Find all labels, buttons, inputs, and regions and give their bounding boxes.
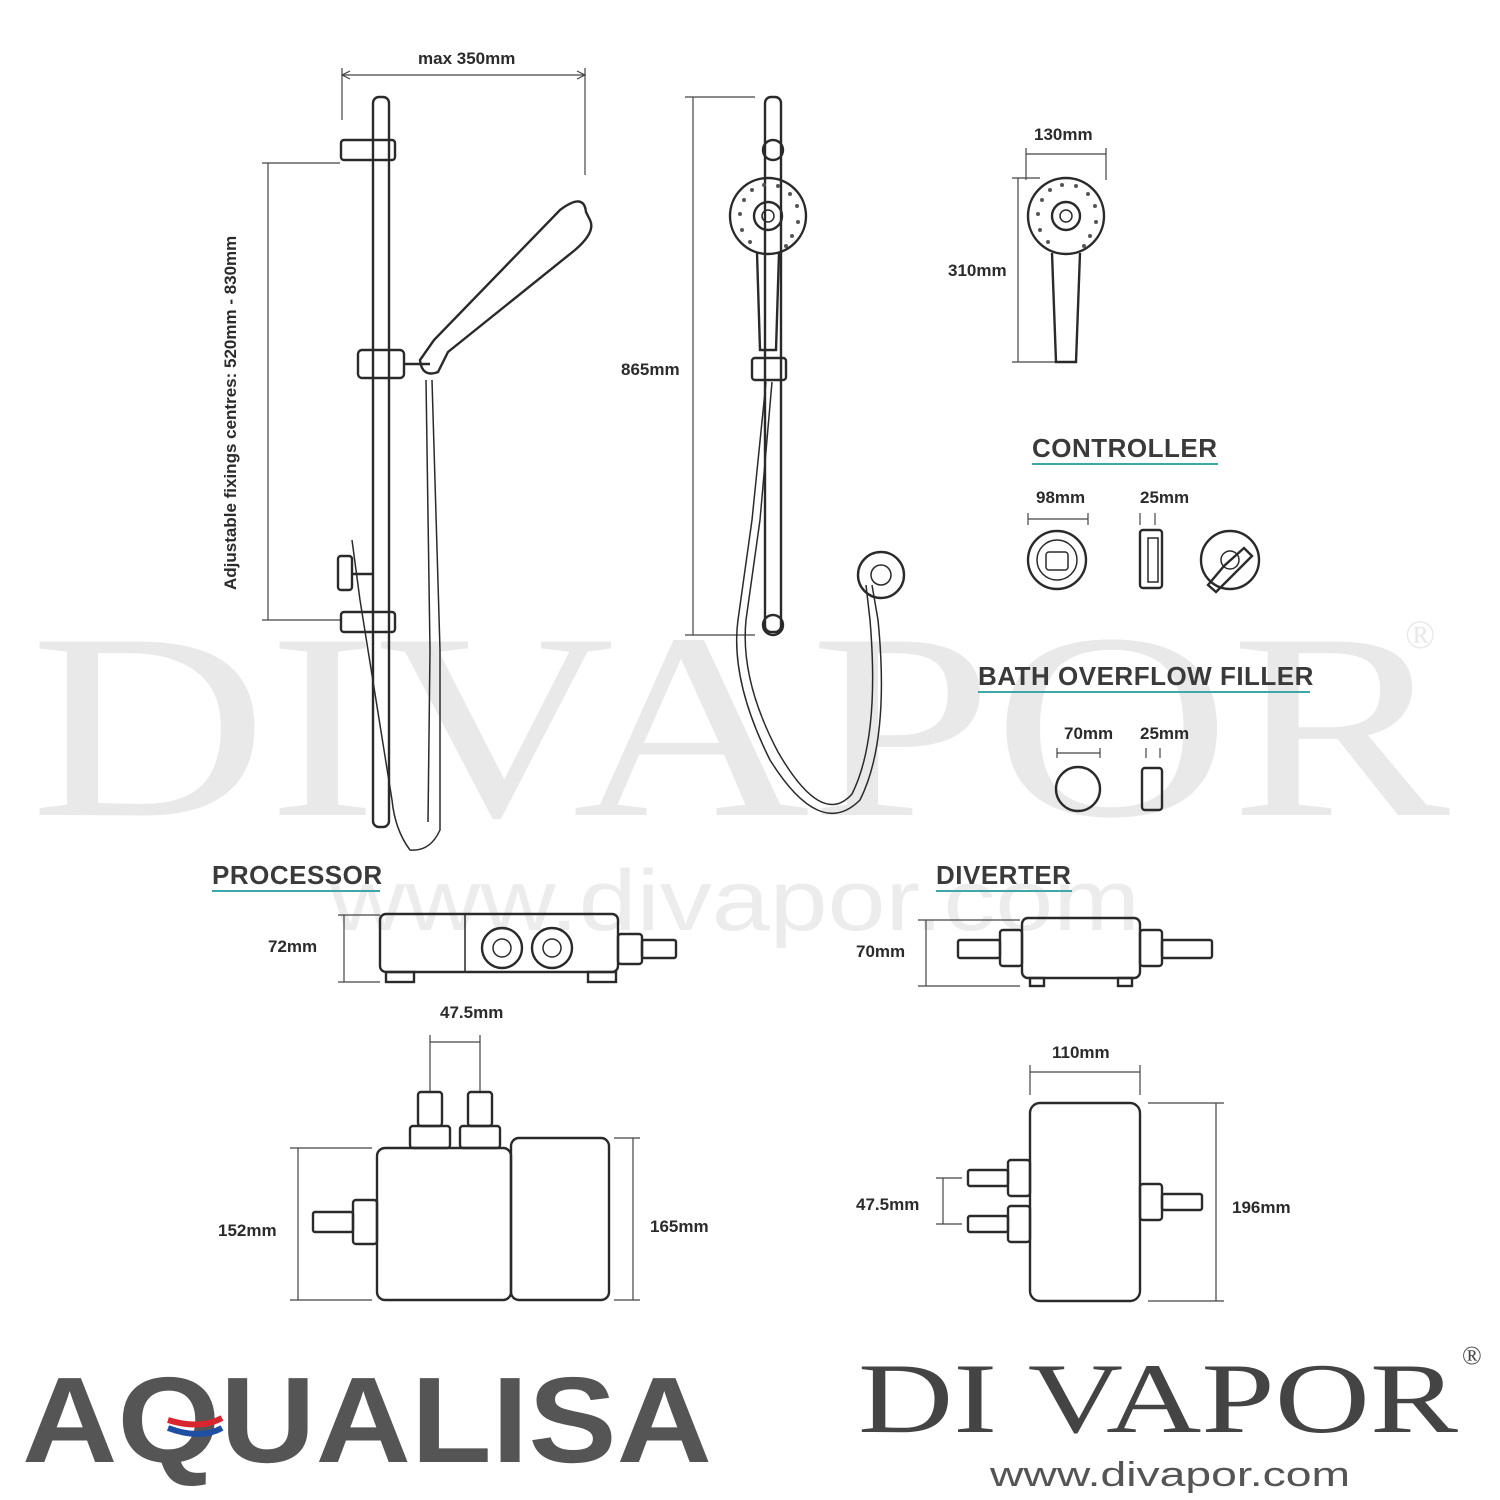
q-red-swoosh	[167, 1415, 224, 1428]
processor-inlet-spacing-label: 47.5mm	[440, 1003, 503, 1022]
q-blue-swoosh	[166, 1425, 224, 1437]
svg-text:AQUALISA: AQUALISA	[22, 1352, 712, 1488]
divapor-registered: ®	[1462, 1341, 1482, 1370]
diverter-section: DIVERTER 70mm 110mm 47.5mm 196mm	[856, 860, 1291, 1303]
watermark-registered: ®	[1405, 612, 1435, 657]
divapor-logo: DI VAPOR ® www.divapor.com	[858, 1341, 1482, 1494]
controller-heading: CONTROLLER	[1032, 433, 1218, 463]
diverter-width-label: 110mm	[1052, 1043, 1110, 1062]
controller-depth-label: 25mm	[1140, 488, 1189, 507]
diverter-outlet-spacing-label: 47.5mm	[856, 1195, 919, 1214]
processor-height-right-label: 165mm	[650, 1217, 709, 1236]
processor-heading: PROCESSOR	[212, 860, 383, 890]
bath-filler-heading: BATH OVERFLOW FILLER	[978, 661, 1314, 691]
processor-section: PROCESSOR 72mm 47.5mm 152mm	[212, 860, 709, 1302]
controller-width-label: 98mm	[1036, 488, 1085, 507]
diverter-depth-label: 70mm	[856, 942, 905, 961]
diverter-heading: DIVERTER	[936, 860, 1071, 890]
fixings-centres-label: Adjustable fixings centres: 520mm - 830m…	[221, 236, 240, 590]
bath-filler-depth-label: 25mm	[1140, 724, 1189, 743]
divapor-url: www.divapor.com	[989, 1456, 1350, 1494]
shower-rail-side-view: max 350mm Adjustable fixings centres: 52…	[221, 49, 593, 851]
rail-width-label: max 350mm	[418, 49, 515, 68]
handset-view: 130mm 310mm	[948, 125, 1107, 364]
processor-depth-label: 72mm	[268, 937, 317, 956]
processor-height-left-label: 152mm	[218, 1221, 277, 1240]
front-height-label: 865mm	[621, 360, 680, 379]
handset-height-label: 310mm	[948, 261, 1007, 280]
diverter-height-label: 196mm	[1232, 1198, 1291, 1217]
handset-width-label: 130mm	[1034, 125, 1093, 144]
controller-section: CONTROLLER 98mm 25mm	[1026, 433, 1261, 594]
watermark-divapor: DIVAPOR	[30, 580, 1452, 873]
shower-rail-front-view: 865mm	[621, 95, 906, 815]
bath-overflow-filler-section: BATH OVERFLOW FILLER 70mm 25mm	[978, 661, 1314, 813]
aqualisa-logo: AQUALISA	[22, 1352, 712, 1488]
divapor-wordmark: DI VAPOR	[858, 1343, 1458, 1454]
watermark-url: www.divapor.com	[329, 853, 1140, 949]
bath-filler-width-label: 70mm	[1064, 724, 1113, 743]
